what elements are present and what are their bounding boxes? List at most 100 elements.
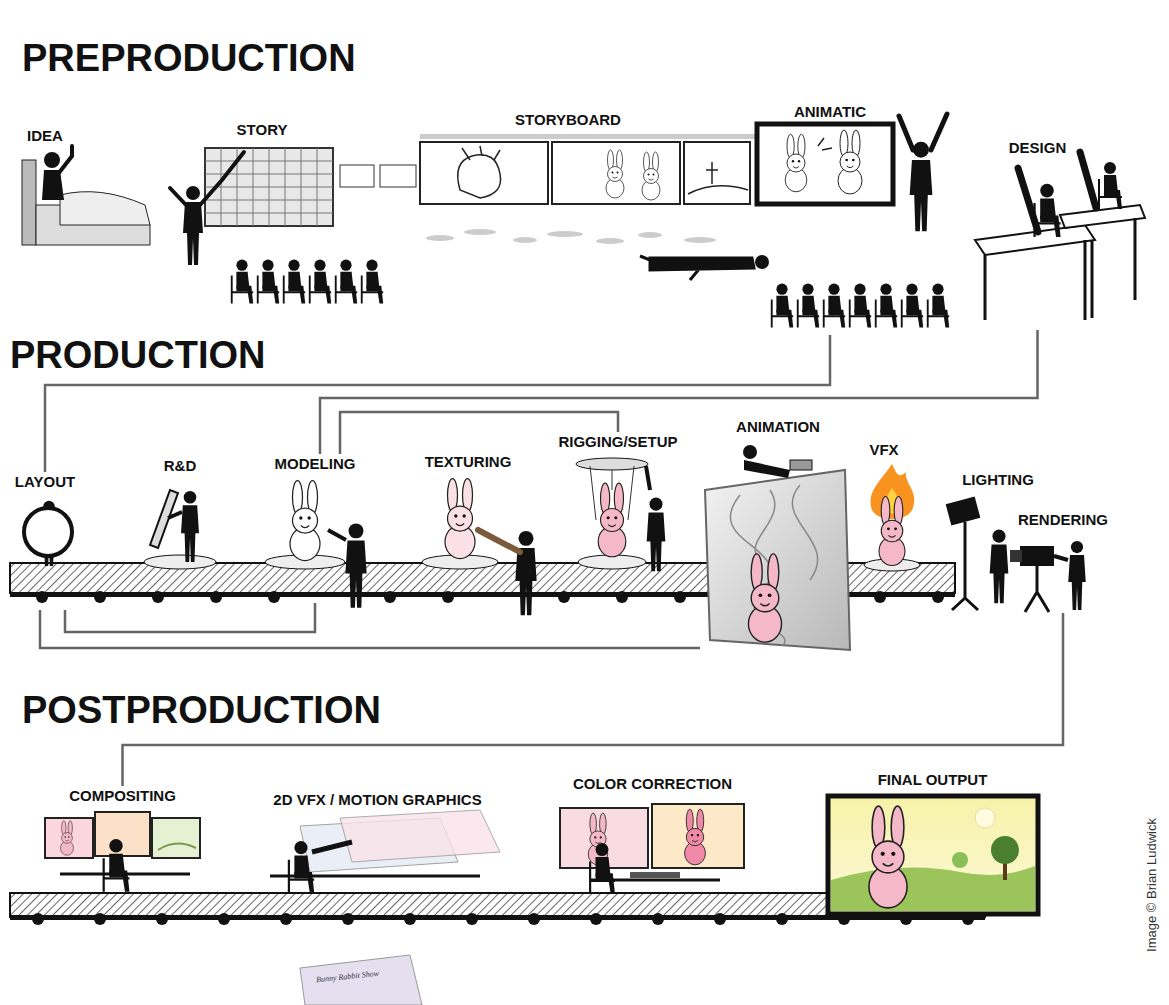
storyboard-scene-part	[638, 232, 662, 238]
layout-scene-part	[24, 508, 72, 556]
storyboard-scene-part	[596, 238, 624, 244]
design-scene-part	[1134, 218, 1137, 300]
rnd-scene-part	[168, 512, 182, 518]
stage-label: MODELING	[275, 454, 356, 473]
lighting-scene-part	[952, 522, 978, 610]
animatic-scene-part	[757, 124, 893, 204]
story-scene-part	[340, 165, 374, 187]
rigging-scene	[576, 458, 665, 571]
rendering-scene	[1010, 541, 1086, 612]
stage-node: LIGHTING	[950, 470, 1046, 610]
rnd-scene	[144, 490, 216, 569]
animatic-scene-part	[928, 284, 949, 328]
motion-graphics-scene	[270, 810, 500, 1005]
story-scene	[170, 148, 416, 303]
stage-node: STORYBOARD	[490, 110, 646, 134]
design-scene-part	[1099, 162, 1122, 209]
animatic-scene-part	[902, 284, 923, 328]
compositing-scene-part	[61, 821, 74, 856]
rendering-scene-part	[1054, 556, 1068, 560]
stage-label: RIGGING/SETUP	[558, 432, 677, 451]
stage-node: R&D	[140, 456, 220, 586]
design-scene	[975, 152, 1145, 320]
copyright-watermark: Image © Brian Ludwick	[1144, 775, 1160, 995]
idea-scene-part	[44, 152, 60, 168]
stage-label: ANIMATION	[736, 417, 820, 436]
storyboard-scene-part	[642, 152, 660, 200]
final-output-scene	[828, 796, 1038, 914]
stage-label: RENDERING	[1018, 510, 1108, 529]
animatic-scene-part	[899, 114, 947, 150]
storyboard-scene-part	[688, 162, 748, 194]
stage-node: RIGGING/SETUP	[538, 432, 698, 600]
post-conveyor-part	[590, 913, 602, 925]
production-conveyor-part	[932, 591, 944, 603]
motion-graphics-scene-part	[289, 841, 314, 893]
animatic-scene-part	[838, 130, 862, 194]
idea-scene-part	[58, 146, 72, 174]
post-conveyor-part	[466, 913, 478, 925]
compositing-scene-part	[104, 839, 130, 892]
idea-scene-part	[60, 192, 150, 225]
final-output-scene-part	[991, 836, 1019, 864]
stage-label: ANIMATIC	[794, 102, 866, 121]
lighting-scene-part	[946, 496, 981, 525]
post-conveyor-part	[404, 913, 416, 925]
modeling-scene	[265, 481, 367, 608]
post-conveyor-part	[94, 913, 106, 925]
design-scene-part	[1018, 152, 1096, 232]
rendering-scene-part	[1025, 566, 1049, 612]
section-heading: POSTPRODUCTION	[22, 688, 381, 732]
story-scene-part	[284, 260, 305, 304]
animation-scene-part	[744, 460, 790, 478]
vfx-scene	[864, 464, 920, 571]
compositing-scene	[45, 812, 200, 892]
texturing-scene	[422, 479, 537, 616]
production-conveyor-part	[36, 591, 48, 603]
animation-scene-part	[748, 554, 781, 642]
color-correction-scene-part	[685, 809, 706, 865]
vfx-scene-part	[871, 464, 915, 519]
color-correction-scene-part	[630, 872, 680, 878]
story-scene-part	[183, 186, 203, 265]
production-conveyor-part	[152, 591, 164, 603]
storyboard-scene-part	[552, 142, 680, 204]
story-scene-part	[336, 260, 357, 304]
modeling-scene-part	[290, 481, 320, 561]
rendering-scene-part	[1020, 546, 1054, 566]
compositing-scene-part	[45, 818, 93, 858]
stage-node: ANIMATION	[700, 417, 856, 655]
animatic-scene-part	[818, 138, 832, 150]
idea-scene	[22, 146, 150, 245]
idea-scene-part	[42, 170, 64, 200]
story-scene-part	[205, 148, 333, 226]
stage-label: R&D	[164, 456, 197, 475]
flow-line	[40, 610, 700, 648]
flow-line	[65, 603, 315, 632]
story-scene-part	[362, 260, 383, 304]
post-conveyor-part	[32, 913, 44, 925]
rnd-scene-part	[181, 491, 199, 562]
storyboard-scene-part	[684, 237, 716, 243]
post-conveyor-part	[652, 913, 664, 925]
stage-node: IDEA	[8, 126, 82, 166]
rigging-scene-part	[598, 483, 626, 557]
motion-graphics-scene-part	[300, 955, 422, 1005]
flow-line	[320, 330, 1038, 454]
post-conveyor-part	[342, 913, 354, 925]
post-conveyor-part	[528, 913, 540, 925]
lighting-scene	[946, 496, 1009, 610]
story-scene-part	[232, 260, 253, 304]
storyboard-scene-part	[464, 229, 496, 235]
design-scene-part	[985, 240, 1092, 320]
storyboard-scene-part	[420, 134, 755, 139]
color-correction-scene-part	[590, 843, 615, 894]
storyboard-scene-part	[513, 237, 537, 243]
production-conveyor-part	[210, 591, 222, 603]
storyboard-scene	[420, 134, 769, 280]
animatic-scene-part	[850, 284, 871, 328]
final-output-scene-part	[952, 852, 968, 868]
post-conveyor-part	[156, 913, 168, 925]
stage-label: IDEA	[27, 126, 63, 145]
